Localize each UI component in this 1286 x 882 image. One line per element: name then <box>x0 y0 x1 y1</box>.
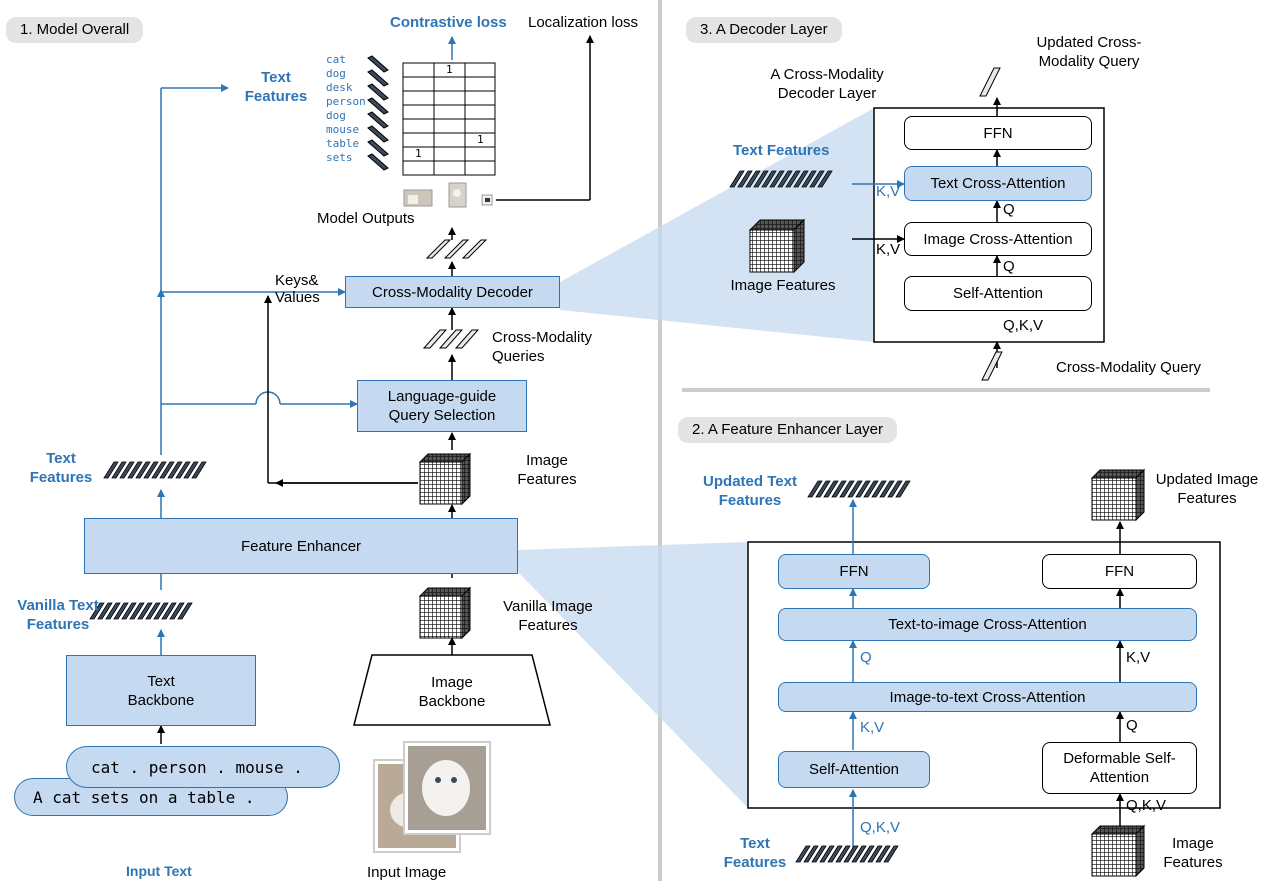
image-to-text-box: Image-to-text Cross-Attention <box>778 682 1197 712</box>
matrix-cell-one: 1 <box>477 133 484 146</box>
image-backbone-box: Image Backbone <box>402 667 502 717</box>
decoder-q-label: Q <box>1003 201 1015 218</box>
enhancer-q-label: Q <box>860 649 872 666</box>
enhancer-image-features-label: Image Features <box>1163 835 1223 871</box>
decoder-q-label: Q <box>1003 258 1015 275</box>
text-backbone-box: Text Backbone <box>66 655 256 726</box>
input-image-label: Input Image <box>367 864 447 881</box>
query-selection-box: Language-guide Query Selection <box>357 380 527 432</box>
cross-modality-query-rod <box>981 351 1003 381</box>
cross-modality-query-rods <box>422 329 480 349</box>
matrix-word: dog <box>326 67 346 80</box>
input-image-stack <box>373 741 491 853</box>
vanilla-text-features-rods <box>89 602 193 620</box>
enhancer-ffn-left-label: FFN <box>839 563 869 580</box>
deformable-attention-box: Deformable Self-Attention <box>1042 742 1197 794</box>
query-selection-label: Language-guide Query Selection <box>387 388 497 424</box>
similarity-matrix <box>402 62 496 176</box>
matrix-word: person <box>326 95 366 108</box>
enhancer-text-features-rods <box>795 845 899 863</box>
feature-enhancer-box: Feature Enhancer <box>84 518 518 574</box>
text-cross-attention-box: Text Cross-Attention <box>904 166 1092 201</box>
enhancer-ffn-right-box: FFN <box>1042 554 1197 589</box>
enhancer-image-features-cube <box>1090 824 1146 878</box>
section-header-model-overall: 1. Model Overall <box>6 17 144 43</box>
updated-query-label: Updated Cross-Modality Query <box>1036 34 1142 70</box>
enhancer-q-label: Q <box>1126 717 1138 734</box>
updated-image-features-cube <box>1090 468 1146 522</box>
matrix-word: dog <box>326 109 346 122</box>
keys-values-label: Keys& Values <box>275 272 320 306</box>
enhancer-kv-label: K,V <box>1126 649 1151 666</box>
matrix-cell-one: 1 <box>415 147 422 160</box>
prompt-categories-pill: cat . person . mouse . <box>66 746 340 788</box>
image-backbone-shape <box>353 654 551 726</box>
decoder-zoom-projection <box>560 108 874 342</box>
decoder-self-attention-label: Self-Attention <box>952 285 1044 302</box>
input-text-label: Input Text <box>126 863 192 879</box>
enhancer-ffn-right-label: FFN <box>1104 563 1135 580</box>
cross-modality-queries-label: Cross-Modality Queries <box>492 329 593 365</box>
decoder-kv-label: K,V <box>876 241 901 258</box>
enhancer-self-attention-box: Self-Attention <box>778 751 930 788</box>
updated-query-rod <box>979 67 1001 97</box>
text-features-mid-label: Text Features <box>29 450 93 486</box>
model-outputs-label: Model Outputs <box>317 210 415 227</box>
updated-text-features-label: Updated Text Features <box>703 473 797 509</box>
enhancer-self-attention-label: Self-Attention <box>808 761 900 778</box>
prompt-sentence-text: A cat sets on a table . <box>33 787 255 807</box>
localization-loss-label: Localization loss <box>528 14 639 31</box>
decoder-self-attention-box: Self-Attention <box>904 276 1092 311</box>
text-cross-attention-label: Text Cross-Attention <box>930 175 1066 192</box>
text-features-rods <box>103 461 207 479</box>
section-header-enhancer-layer: 2. A Feature Enhancer Layer <box>678 417 897 443</box>
model-output-queries <box>425 239 488 259</box>
cross-modality-query-label: Cross-Modality Query <box>1056 359 1202 376</box>
contrastive-loss-label: Contrastive loss <box>390 14 507 31</box>
matrix-text-rods <box>367 55 389 171</box>
cross-modality-decoder-label: Cross-Modality Decoder <box>372 283 533 301</box>
text-to-image-label: Text-to-image Cross-Attention <box>888 616 1087 633</box>
matrix-word: desk <box>326 81 353 94</box>
image-backbone-label: Image Backbone <box>418 674 486 710</box>
image-cross-attention-box: Image Cross-Attention <box>904 222 1092 256</box>
section-header-decoder-layer: 3. A Decoder Layer <box>686 17 842 43</box>
updated-text-features-rods <box>807 480 911 498</box>
enhancer-qkv-label: Q,K,V <box>860 819 901 836</box>
decoder-qkv-label: Q,K,V <box>1003 317 1044 334</box>
decoder-ffn-box: FFN <box>904 116 1092 150</box>
deformable-attention-label: Deformable Self-Attention <box>1063 750 1176 786</box>
decoder-image-features-label: Image Features <box>730 277 836 294</box>
decoder-text-features-rods <box>729 170 833 188</box>
prompt-categories-text: cat . person . mouse . <box>91 757 303 777</box>
vanilla-image-features-label: Vanilla Image Features <box>503 598 593 634</box>
decoder-ffn-label: FFN <box>983 124 1013 142</box>
matrix-word: sets <box>326 151 353 164</box>
decoder-text-features-label: Text Features <box>733 142 830 159</box>
enhancer-text-features-label: Text Features <box>723 835 787 871</box>
enhancer-kv-label: K,V <box>860 719 885 736</box>
feature-enhancer-label: Feature Enhancer <box>240 537 362 555</box>
decoder-image-cube <box>748 218 806 274</box>
image-cross-attention-label: Image Cross-Attention <box>923 230 1073 248</box>
decoder-layer-title: A Cross-Modality Decoder Layer <box>770 66 884 102</box>
image-features-label: Image Features <box>517 452 577 488</box>
enhancer-qkv-label: Q,K,V <box>1126 797 1167 814</box>
text-backbone-label: Text Backbone <box>127 672 195 709</box>
matrix-cell-one: 1 <box>446 63 453 76</box>
text-to-image-box: Text-to-image Cross-Attention <box>778 608 1197 641</box>
updated-image-features-label: Updated Image Features <box>1155 471 1259 507</box>
vanilla-text-features-label: Vanilla Text Features <box>17 597 99 633</box>
matrix-word: cat <box>326 53 346 66</box>
image-features-cube <box>418 452 472 506</box>
decoder-kv-label: K,V <box>876 183 901 200</box>
enhancer-ffn-left-box: FFN <box>778 554 930 589</box>
text-features-top-label: Text Features <box>244 69 308 105</box>
vanilla-image-features-cube <box>418 586 472 640</box>
matrix-word: table <box>326 137 360 150</box>
image-to-text-label: Image-to-text Cross-Attention <box>889 688 1086 706</box>
matrix-word: mouse <box>326 123 360 136</box>
enhancer-zoom-projection <box>518 542 748 808</box>
cross-modality-decoder-box: Cross-Modality Decoder <box>345 276 560 308</box>
